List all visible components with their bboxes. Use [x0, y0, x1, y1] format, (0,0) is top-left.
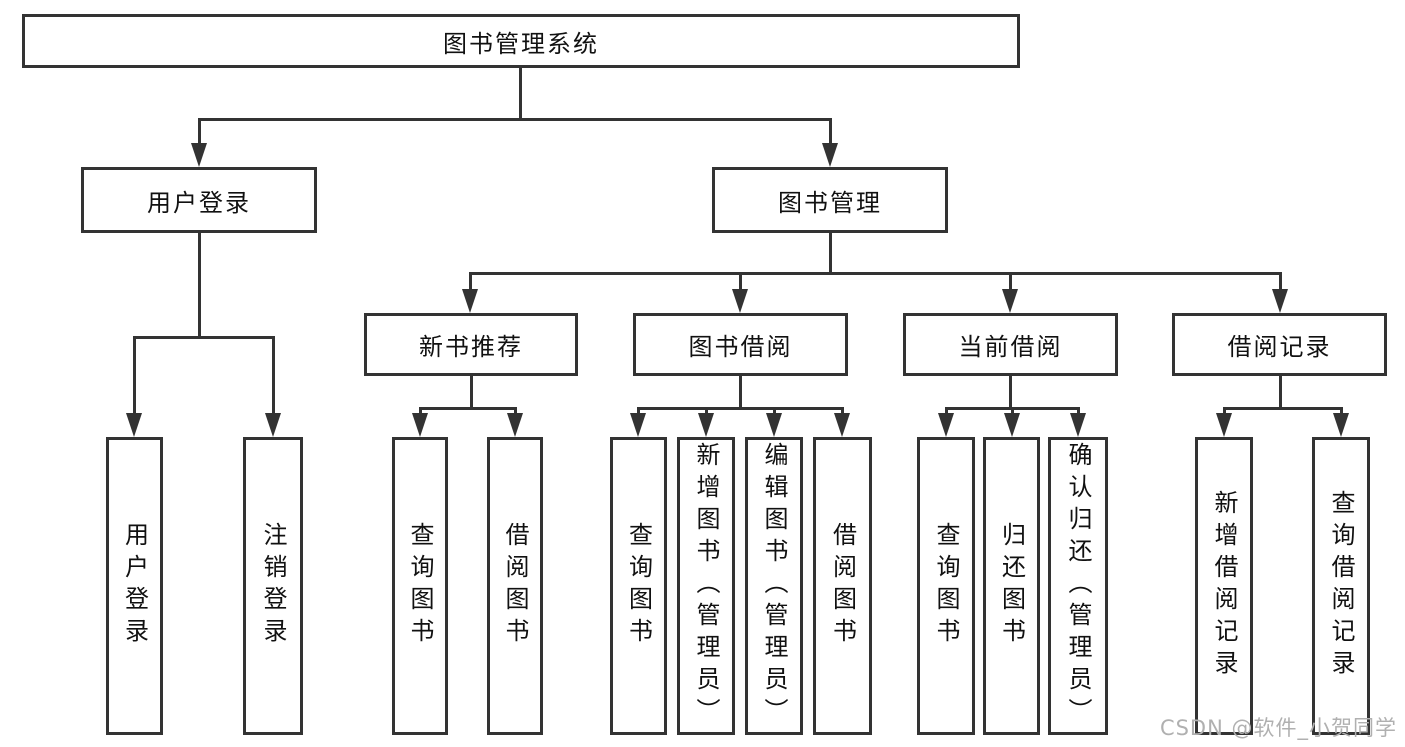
arrow-down-icon: [412, 413, 428, 437]
connector-g4-stem: [1279, 376, 1282, 409]
connector-mgmt-drop-1: [469, 272, 472, 291]
connector-g1-rail: [419, 407, 517, 410]
leaf-records-search-borrow-record: 查询借阅记录: [1312, 437, 1370, 735]
connector-mgmt-rail: [469, 272, 1282, 275]
connector-g3-drop-3: [1077, 407, 1080, 415]
connector-g2-drop-2: [705, 407, 708, 415]
connector-root-rail: [198, 118, 832, 121]
connector-g2-drop-1: [637, 407, 640, 415]
connector-root-stem: [519, 68, 522, 120]
connector-mgmt-drop-2: [739, 272, 742, 291]
connector-g3-drop-2: [1011, 407, 1014, 415]
csdn-watermark: CSDN @软件_小贺同学: [1159, 716, 1397, 740]
node-user-login: 用户登录: [81, 167, 317, 233]
arrow-down-icon: [1070, 413, 1086, 437]
node-borrowing-records: 借阅记录: [1172, 313, 1387, 376]
connector-g3-stem: [1009, 376, 1012, 409]
connector-mgmt-drop-4: [1279, 272, 1282, 291]
leaf-current-return-books: 归还图书: [983, 437, 1040, 735]
arrow-down-icon: [698, 413, 714, 437]
leaf-borrowing-add-books-admin: 新增图书（管理员）: [677, 437, 735, 735]
leaf-user-login: 用户登录: [106, 437, 163, 735]
leaf-recommend-borrow-books: 借阅图书: [487, 437, 543, 735]
connector-login-drop-1: [133, 336, 136, 415]
arrow-down-icon: [630, 413, 646, 437]
arrow-down-icon: [265, 413, 281, 437]
arrow-down-icon: [126, 413, 142, 437]
arrow-down-icon: [462, 289, 478, 313]
connector-mgmt-stem: [829, 233, 832, 274]
connector-mgmt-drop-3: [1009, 272, 1012, 291]
connector-g4-drop-2: [1340, 407, 1343, 415]
leaf-recommend-search-books: 查询图书: [392, 437, 448, 735]
connector-login-rail: [133, 336, 275, 339]
connector-g2-rail: [637, 407, 844, 410]
arrow-down-icon: [732, 289, 748, 313]
connector-g2-drop-4: [841, 407, 844, 415]
leaf-borrowing-borrow-books: 借阅图书: [813, 437, 872, 735]
leaf-borrowing-edit-books-admin: 编辑图书（管理员）: [745, 437, 803, 735]
arrow-down-icon: [1216, 413, 1232, 437]
connector-login-drop-2: [272, 336, 275, 415]
arrow-down-icon: [1004, 413, 1020, 437]
arrow-down-icon: [191, 143, 207, 167]
connector-g2-drop-3: [773, 407, 776, 415]
arrow-down-icon: [1333, 413, 1349, 437]
node-library-management-system: 图书管理系统: [22, 14, 1020, 68]
arrow-down-icon: [766, 413, 782, 437]
node-book-borrowing: 图书借阅: [633, 313, 848, 376]
connector-root-left-drop: [198, 118, 201, 146]
connector-g4-drop-1: [1223, 407, 1226, 415]
connector-login-stem: [198, 233, 201, 338]
leaf-logout: 注销登录: [243, 437, 303, 735]
connector-g2-stem: [739, 376, 742, 409]
connector-root-right-drop: [829, 118, 832, 146]
arrow-down-icon: [822, 143, 838, 167]
connector-g4-rail: [1223, 407, 1343, 410]
connector-g1-drop-2: [514, 407, 517, 415]
arrow-down-icon: [834, 413, 850, 437]
connector-g1-stem: [470, 376, 473, 409]
node-book-management: 图书管理: [712, 167, 948, 233]
leaf-records-add-borrow-record: 新增借阅记录: [1195, 437, 1253, 735]
arrow-down-icon: [507, 413, 523, 437]
arrow-down-icon: [1002, 289, 1018, 313]
connector-g3-drop-1: [945, 407, 948, 415]
leaf-current-search-books: 查询图书: [917, 437, 975, 735]
node-new-book-recommendation: 新书推荐: [364, 313, 578, 376]
arrow-down-icon: [938, 413, 954, 437]
arrow-down-icon: [1272, 289, 1288, 313]
leaf-current-confirm-return-admin: 确认归还（管理员）: [1048, 437, 1108, 735]
leaf-borrowing-search-books: 查询图书: [610, 437, 667, 735]
node-current-borrowing: 当前借阅: [903, 313, 1118, 376]
connector-g1-drop-1: [419, 407, 422, 415]
